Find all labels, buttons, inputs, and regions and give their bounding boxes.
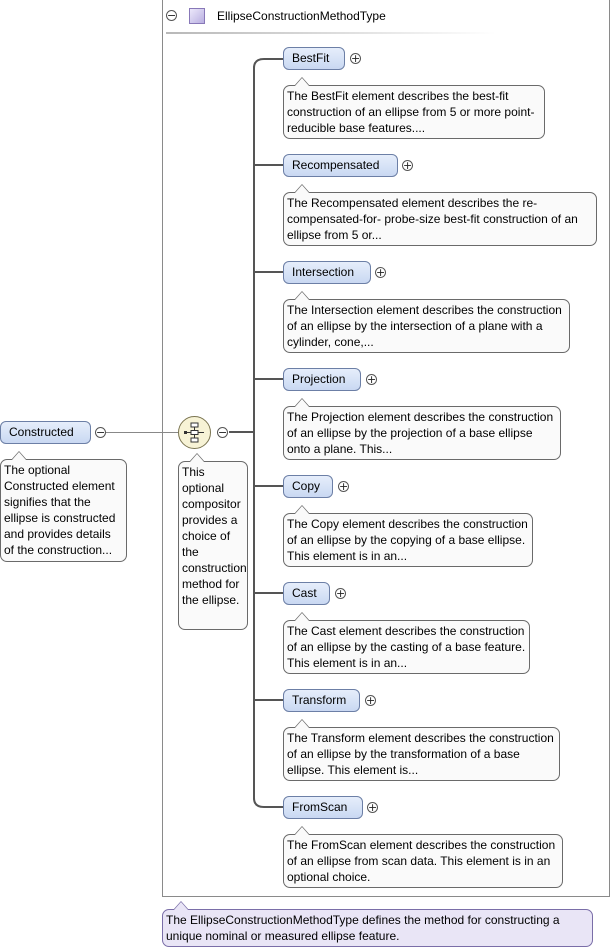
expand-copy-icon[interactable]: + — [338, 480, 349, 493]
root-connector — [106, 432, 178, 433]
element-intersection[interactable]: Intersection — [283, 261, 371, 284]
expand-cast-icon[interactable]: + — [335, 587, 346, 600]
cast-doc-pointer — [294, 612, 310, 621]
intersection-doc-text: The Intersection element describes the c… — [287, 303, 562, 349]
choice-spine — [253, 66, 255, 800]
projection-doc-text: The Projection element describes the con… — [287, 410, 554, 456]
root-doc-pointer — [11, 451, 27, 460]
expand-intersection-icon[interactable]: + — [375, 266, 386, 279]
fromscan-doc-pointer — [294, 826, 310, 835]
compositor-doc-text: This optional compositor provides a choi… — [182, 465, 247, 607]
spine-bottom-curve — [253, 797, 283, 808]
branch-projection — [254, 378, 283, 380]
element-transform-label: Transform — [292, 693, 347, 707]
choice-connector — [229, 431, 254, 433]
element-copy-label: Copy — [292, 479, 321, 493]
element-projection[interactable]: Projection — [283, 368, 361, 391]
intersection-doc-pointer — [294, 291, 310, 300]
expand-fromscan-icon[interactable]: + — [367, 801, 378, 814]
element-intersection-label: Intersection — [292, 265, 355, 279]
expand-recompensated-icon[interactable]: + — [402, 159, 413, 172]
collapse-root-icon[interactable]: − — [95, 426, 106, 439]
root-doc: The optional Constructed element signifi… — [0, 451, 127, 562]
recompensated-doc-pointer — [294, 184, 310, 193]
spine-top-curve — [253, 58, 283, 69]
compositor-doc-pointer — [189, 453, 205, 462]
transform-doc: The Transform element describes the cons… — [283, 719, 560, 781]
type-doc-pointer — [173, 901, 189, 910]
choice-icon — [184, 422, 204, 443]
element-projection-label: Projection — [292, 372, 346, 386]
branch-transform — [254, 699, 283, 701]
complex-type-icon — [189, 8, 205, 24]
root-element-label: Constructed — [9, 425, 74, 439]
element-recompensated-label: Recompensated — [292, 158, 380, 172]
element-transform[interactable]: Transform — [283, 689, 360, 712]
branch-intersection — [254, 271, 283, 273]
type-title: EllipseConstructionMethodType — [217, 9, 386, 23]
bestfit-doc-pointer — [294, 77, 310, 86]
transform-doc-pointer — [294, 719, 310, 728]
expand-transform-icon[interactable]: + — [365, 694, 376, 707]
element-copy[interactable]: Copy — [283, 475, 333, 498]
copy-doc-pointer — [294, 505, 310, 514]
bestfit-doc: The BestFit element describes the best-f… — [283, 77, 545, 139]
recompensated-doc-text: The Recompensated element describes the … — [287, 196, 578, 242]
element-cast-label: Cast — [292, 586, 317, 600]
fromscan-doc-text: The FromScan element describes the const… — [287, 838, 556, 884]
copy-doc: The Copy element describes the construct… — [283, 505, 533, 567]
branch-cast — [254, 592, 283, 594]
compositor-doc: This optional compositor provides a choi… — [178, 453, 248, 630]
intersection-doc: The Intersection element describes the c… — [283, 291, 570, 353]
element-fromscan[interactable]: FromScan — [283, 796, 363, 819]
branch-copy — [254, 485, 283, 487]
collapse-type-icon[interactable]: − — [166, 9, 177, 22]
element-bestfit[interactable]: BestFit — [283, 47, 345, 70]
choice-compositor[interactable] — [178, 416, 211, 449]
projection-doc-pointer — [294, 398, 310, 407]
element-cast[interactable]: Cast — [283, 582, 330, 605]
projection-doc: The Projection element describes the con… — [283, 398, 561, 460]
branch-recompensated — [254, 164, 283, 166]
expand-bestfit-icon[interactable]: + — [350, 52, 361, 65]
cast-doc-text: The Cast element describes the construct… — [287, 624, 526, 670]
element-recompensated[interactable]: Recompensated — [283, 154, 398, 177]
element-bestfit-label: BestFit — [292, 51, 330, 65]
type-header-divider — [166, 32, 496, 34]
type-doc: The EllipseConstructionMethodType define… — [162, 901, 593, 947]
cast-doc: The Cast element describes the construct… — [283, 612, 530, 674]
recompensated-doc: The Recompensated element describes the … — [283, 184, 597, 246]
bestfit-doc-text: The BestFit element describes the best-f… — [287, 89, 535, 135]
type-doc-text: The EllipseConstructionMethodType define… — [166, 913, 560, 943]
fromscan-doc: The FromScan element describes the const… — [283, 826, 563, 888]
root-element[interactable]: Constructed — [0, 421, 91, 444]
collapse-choice-icon[interactable]: − — [217, 426, 228, 439]
copy-doc-text: The Copy element describes the construct… — [287, 517, 528, 563]
root-doc-text: The optional Constructed element signifi… — [4, 463, 116, 557]
element-fromscan-label: FromScan — [292, 800, 348, 814]
expand-projection-icon[interactable]: + — [366, 373, 377, 386]
transform-doc-text: The Transform element describes the cons… — [287, 731, 554, 777]
